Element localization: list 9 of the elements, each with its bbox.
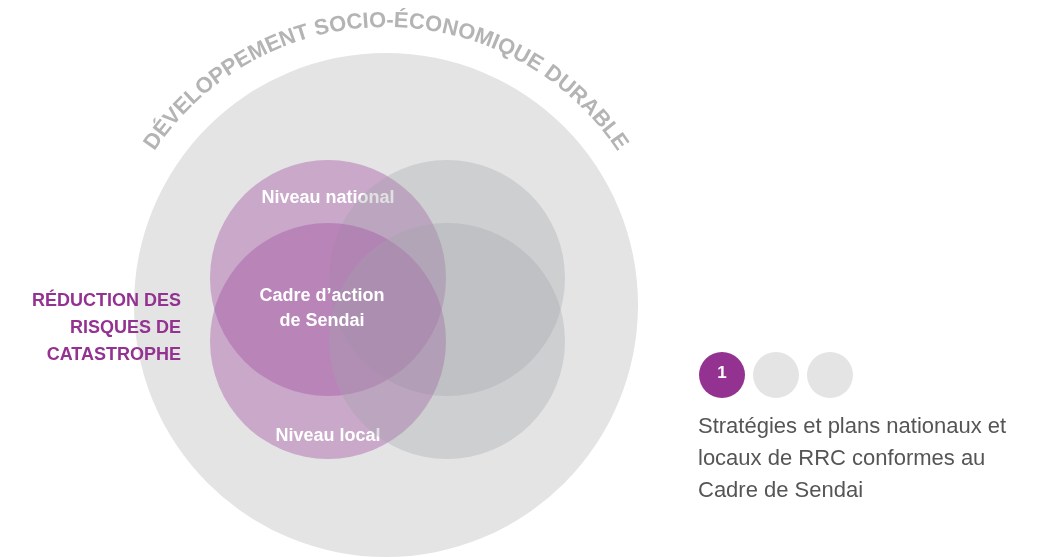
step-number: 1 xyxy=(716,363,728,383)
description-text: Stratégies et plans nationaux et locaux de RRC conformes au Cadre de Sendai xyxy=(698,412,1008,504)
step-dot-empty xyxy=(807,352,853,398)
step-dot-empty xyxy=(753,352,799,398)
overlap-label: Cadre d’action de Sendai xyxy=(258,284,386,332)
category-label: RÉDUCTION DES RISQUES DE CATASTROPHE xyxy=(31,288,181,366)
step-dot xyxy=(699,352,745,398)
circle-label: Niveau local xyxy=(274,425,382,446)
circle-label: Niveau national xyxy=(260,187,396,208)
